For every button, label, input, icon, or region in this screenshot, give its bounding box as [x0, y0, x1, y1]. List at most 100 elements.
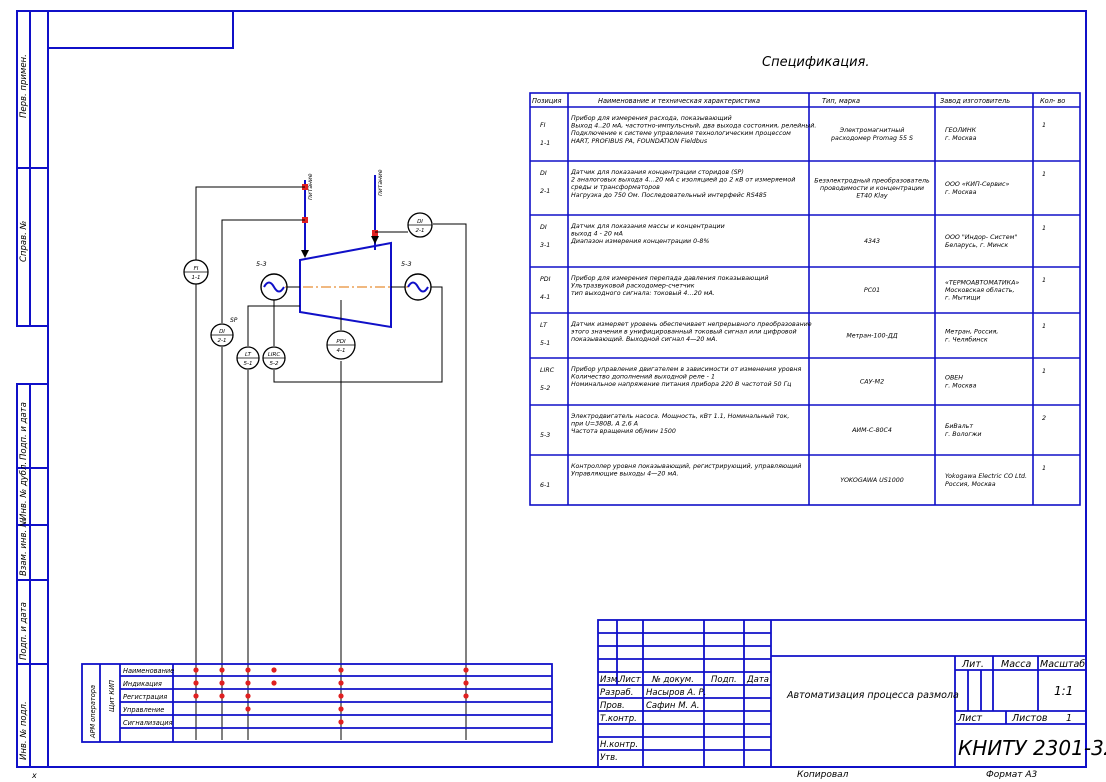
process-diagram: 5-3 5-3 питание питание	[81, 169, 553, 743]
signal-side-2: Щит КИП	[108, 680, 116, 712]
spec-type: САУ-М2	[860, 379, 884, 386]
spec-maker: Yokogawa Electric CO Ltd.	[945, 472, 1027, 480]
signal-junction	[463, 667, 469, 673]
strip-label-2: Справ. №	[19, 220, 29, 262]
corner-mark: x	[31, 771, 37, 780]
spec-description: Управляющие выходы 4—20 мА.	[571, 471, 679, 478]
spec-position: 1-1	[540, 140, 550, 147]
spec-description: Датчик для показания концентрации сторид…	[570, 169, 744, 176]
spec-maker: Московская область,	[945, 286, 1015, 294]
copied-by-label: Копировал	[797, 770, 849, 780]
signal-lines	[195, 186, 467, 740]
sheets-value: 1	[1066, 713, 1072, 724]
lit-label: Лит.	[961, 659, 984, 670]
instrument-bubble: DI2-1	[407, 212, 433, 238]
signal-junction	[338, 693, 344, 699]
spec-header-cell: Наименование и техническая характеристик…	[598, 97, 760, 105]
spec-description: среды и трансформаторов	[571, 184, 660, 191]
spec-position: 2-1	[540, 188, 550, 195]
spec-row: DI 2-1 Датчик для показания концентрации с…	[540, 169, 1046, 200]
spec-position: DI	[540, 170, 547, 177]
role-3: Т.контр.	[600, 714, 637, 724]
sheet-frame	[47, 10, 1087, 768]
instrument-number: 4-1	[337, 348, 346, 354]
spec-position: LT	[540, 322, 548, 329]
spec-row: LT 5-1 Датчик измеряет уровень обеспечивае…	[540, 320, 1046, 347]
spec-maker: ООО "Индор- Систем"	[945, 234, 1017, 241]
strip-label-5: Взам. инв. №	[19, 518, 29, 576]
name-1: Насыров А. Р.	[646, 688, 706, 698]
spec-header-cell: Завод изготовитель	[940, 97, 1010, 105]
spec-description: этого значения в унифицированный токовый…	[571, 329, 797, 336]
spec-maker: г. Москва	[945, 382, 977, 389]
signal-junction	[338, 706, 344, 712]
spec-type: 4343	[864, 238, 880, 245]
role-6: Утв.	[600, 753, 618, 763]
signal-junction	[193, 693, 199, 699]
role-1: Разраб.	[600, 688, 633, 698]
signal-table-labels: Наименование Индикация Регистрация Управ…	[89, 667, 174, 739]
spec-maker: г. Челябинск	[945, 335, 988, 343]
sp-label: SP	[230, 317, 238, 324]
spec-quantity: 1	[1042, 277, 1046, 284]
spec-type: Электромагнитный	[839, 127, 905, 134]
hdr-date: Дата	[746, 675, 769, 685]
project-title: Автоматизация процесса размола	[786, 690, 959, 701]
spec-position: 5-1	[540, 340, 550, 347]
spec-position: LIRC	[540, 367, 555, 374]
instrument-bubble: LIRC 5-2	[262, 346, 286, 370]
spec-description: Частота вращения об/мин 1500	[571, 427, 676, 435]
signal-junction	[338, 667, 344, 673]
spec-maker: «ТЕРМОАВТОМАТИКА»	[945, 279, 1019, 286]
scale-value: 1:1	[1054, 684, 1073, 698]
role-2: Пров.	[600, 701, 625, 711]
spec-description: Электродвигатель насоса. Мощность, кВт 1…	[570, 413, 789, 420]
title-block: Изм. Лист № докум. Подп. Дата Разраб. Пр…	[597, 619, 1106, 768]
spec-position: 5-3	[540, 432, 550, 439]
signal-junction	[245, 706, 251, 712]
signal-junction	[338, 719, 344, 725]
instrument-number: 5-2	[270, 361, 279, 367]
signal-junction	[245, 693, 251, 699]
instrument-bubble: LT5-1	[236, 346, 260, 370]
role-5: Н.контр.	[600, 740, 638, 750]
spec-position: FI	[540, 122, 546, 129]
spec-description: Датчик измеряет уровень обеспечивает неп…	[570, 320, 812, 328]
spec-maker: г. Вологжи	[945, 431, 981, 438]
spec-description: показывающий. Выходной сигнал 4—20 мА.	[571, 336, 717, 343]
spec-quantity: 1	[1042, 323, 1046, 330]
signal-row-1: Наименование	[123, 667, 174, 675]
signal-row-5: Сигнализация	[123, 719, 173, 727]
spec-quantity: 2	[1042, 415, 1046, 422]
instrument-number: 5-1	[244, 361, 253, 367]
spec-position: DI	[540, 224, 547, 231]
signal-row-3: Регистрация	[123, 693, 167, 701]
left-strip-labels: Перв. примен. Справ. № Подп. и дата Инв.…	[19, 54, 29, 760]
scale-label: Масштаб	[1040, 659, 1085, 670]
instrument-tag: LIRC	[268, 352, 281, 358]
spec-description: 2 аналоговых выхода 4…20 мА с изоляцией …	[571, 177, 795, 184]
format-label: Формат A3	[986, 770, 1038, 780]
signal-junction	[219, 680, 225, 686]
document-code: КНИТУ 2301-32	[958, 736, 1106, 760]
spec-description: тип выходного сигнала: токовый 4…20 мА.	[571, 290, 715, 297]
spec-border	[529, 92, 1081, 506]
signal-junction	[338, 680, 344, 686]
spec-maker: БиВальт	[945, 423, 973, 430]
spec-description: Прибор для измерения перепада давления п…	[571, 274, 768, 282]
spec-type: проводимости и концентрации	[820, 185, 924, 192]
strip-label-4: Инв. № дубл.	[19, 462, 29, 520]
signal-junction	[271, 667, 277, 673]
spec-position: 5-2	[540, 385, 550, 392]
spec-description: Количество дополнений выходной реле - 1	[571, 374, 715, 381]
corner-stamp-box	[48, 11, 234, 49]
spec-maker: г. Мытищи	[945, 295, 981, 302]
spec-maker: Россия, Москва	[945, 481, 996, 488]
spec-description: Выход 4..20 мА, частотно-импульсный, два…	[571, 123, 816, 130]
